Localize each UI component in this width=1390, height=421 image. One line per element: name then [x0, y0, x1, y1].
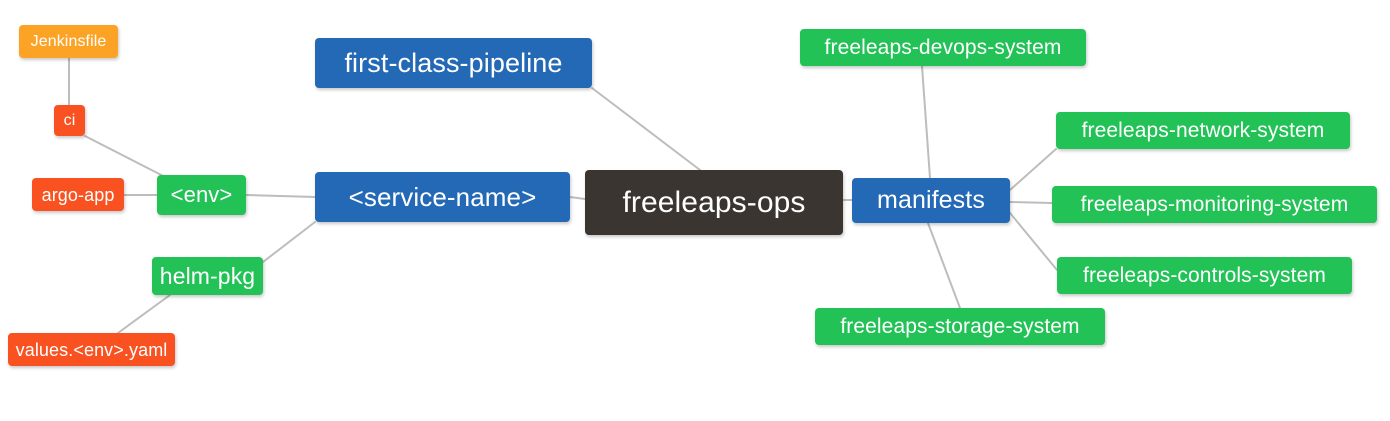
edge-helm-pkg-to-values-yaml — [117, 294, 171, 334]
node-label-freeleaps-monitoring-system: freeleaps-monitoring-system — [1080, 193, 1349, 216]
node-label-ci: ci — [63, 111, 76, 129]
node-ci[interactable]: ci — [54, 105, 85, 136]
node-label-env: <env> — [170, 182, 233, 207]
edge-freeleaps-ops-to-first-class-pipeline — [591, 87, 701, 171]
node-helm-pkg[interactable]: helm-pkg — [152, 257, 263, 295]
node-freeleaps-network-system[interactable]: freeleaps-network-system — [1056, 112, 1350, 149]
edge-manifests-to-freeleaps-devops-system — [921, 65, 931, 179]
node-label-manifests: manifests — [877, 186, 985, 214]
node-freeleaps-devops-system[interactable]: freeleaps-devops-system — [800, 29, 1086, 66]
edge-manifests-to-freeleaps-controls-system — [1009, 212, 1058, 271]
node-label-argo-app: argo-app — [41, 184, 115, 205]
node-label-freeleaps-controls-system: freeleaps-controls-system — [1083, 264, 1326, 287]
node-label-freeleaps-ops: freeleaps-ops — [622, 185, 806, 219]
node-label-freeleaps-network-system: freeleaps-network-system — [1081, 119, 1325, 142]
node-env[interactable]: <env> — [157, 175, 246, 215]
node-label-helm-pkg: helm-pkg — [159, 262, 256, 289]
node-argo-app[interactable]: argo-app — [32, 178, 124, 211]
node-first-class-pipeline[interactable]: first-class-pipeline — [315, 38, 592, 88]
edge-manifests-to-freeleaps-storage-system — [927, 222, 961, 309]
node-freeleaps-storage-system[interactable]: freeleaps-storage-system — [815, 308, 1105, 345]
node-label-service-name: <service-name> — [348, 182, 537, 212]
node-freeleaps-controls-system[interactable]: freeleaps-controls-system — [1057, 257, 1352, 294]
node-label-freeleaps-devops-system: freeleaps-devops-system — [824, 36, 1062, 59]
node-jenkinsfile[interactable]: Jenkinsfile — [19, 25, 118, 58]
node-label-first-class-pipeline: first-class-pipeline — [344, 47, 563, 78]
node-manifests[interactable]: manifests — [852, 178, 1010, 223]
edge-manifests-to-freeleaps-monitoring-system — [1009, 201, 1053, 204]
node-label-freeleaps-storage-system: freeleaps-storage-system — [840, 315, 1080, 338]
node-label-values-yaml: values.<env>.yaml — [15, 339, 168, 360]
edge-freeleaps-ops-to-service-name — [569, 196, 586, 200]
node-freeleaps-ops[interactable]: freeleaps-ops — [585, 170, 843, 235]
edge-manifests-to-freeleaps-network-system — [1009, 148, 1057, 191]
edge-service-name-to-helm-pkg — [262, 221, 316, 263]
node-service-name[interactable]: <service-name> — [315, 172, 570, 222]
node-label-jenkinsfile: Jenkinsfile — [30, 32, 107, 50]
node-values-yaml[interactable]: values.<env>.yaml — [8, 333, 175, 366]
edge-service-name-to-env — [245, 194, 316, 198]
node-freeleaps-monitoring-system[interactable]: freeleaps-monitoring-system — [1052, 186, 1377, 223]
